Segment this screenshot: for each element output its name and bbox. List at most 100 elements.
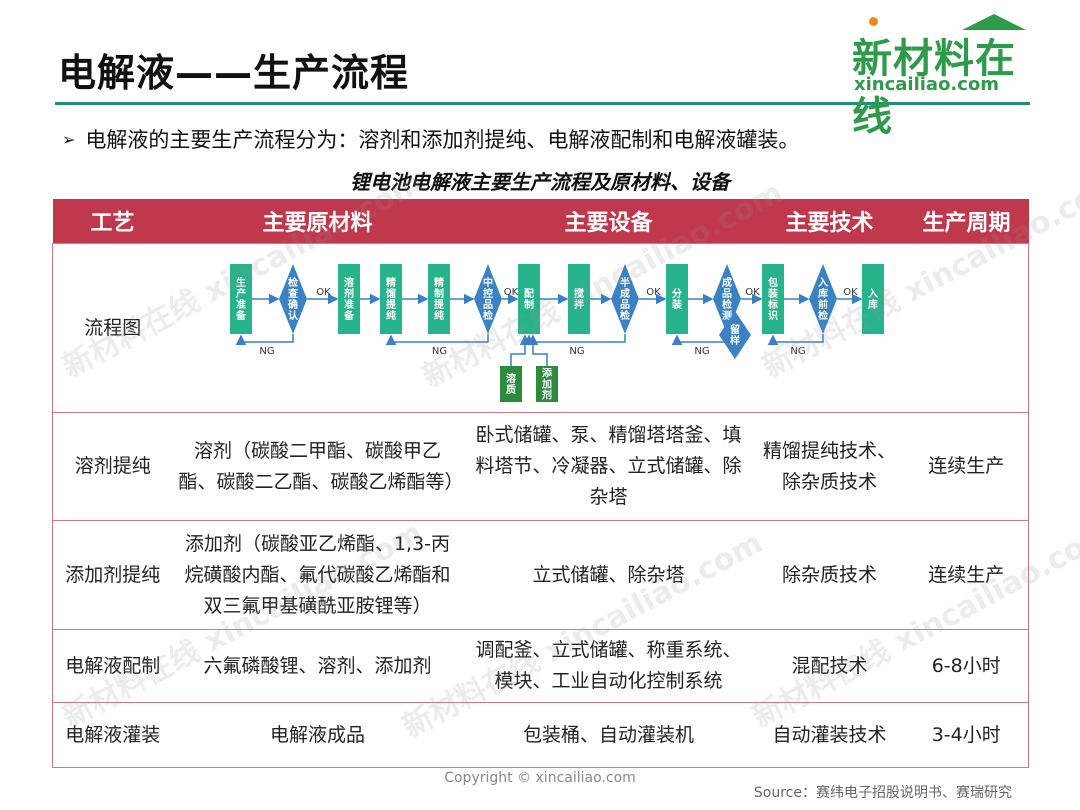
flow-decision-diamond (473, 264, 502, 334)
table-caption: 锂电池电解液主要生产流程及原材料、设备 (350, 170, 730, 194)
flow-step-label: 前 (818, 298, 828, 311)
flow-sample-label: 样 (730, 334, 740, 347)
flow-ok-label: OK (745, 287, 760, 298)
flow-ng-loop (523, 334, 626, 345)
flow-step-label: 品 (620, 299, 630, 311)
header-process: 工艺 (52, 199, 173, 244)
page-title: 电解液——生产流程 (58, 51, 410, 95)
flow-step-label: 控 (483, 287, 493, 300)
flow-step-box (517, 264, 540, 334)
flow-step-label: 库 (868, 298, 878, 311)
flow-step-label: 包 (768, 276, 778, 289)
flow-step-label: 品 (483, 299, 493, 311)
flow-step-label: 拌 (573, 298, 584, 311)
flow-decision-diamond (808, 264, 837, 334)
flow-step-label: 查 (287, 287, 299, 300)
flow-ok-label: OK (316, 287, 331, 298)
flow-ng-label: NG (431, 346, 446, 357)
flow-step-box (337, 264, 360, 334)
flow-step-label: 准 (344, 298, 354, 311)
flow-step-label: 入 (868, 288, 878, 300)
flow-step-label: 成 (722, 276, 732, 289)
flow-input-arrow (509, 334, 530, 366)
flow-step-label: 纯 (386, 309, 396, 322)
cell-materials: 溶剂（碳酸二甲酯、碳酸甲乙酯、碳酸二乙酯、碳酸乙烯酯等） (172, 412, 464, 521)
flow-ng-label: NG (790, 346, 805, 357)
flow-input-box (535, 366, 558, 402)
flow-ok-label: OK (843, 287, 858, 298)
flow-step-label: 搅 (574, 287, 584, 300)
flow-ok-label: OK (646, 287, 661, 298)
flow-step-label: 检 (722, 298, 732, 311)
copyright: Copyright © xincailiao.com (444, 770, 636, 786)
flow-step-label: 备 (343, 309, 355, 322)
header-materials: 主要原材料 (172, 199, 463, 244)
flow-step-label: 半 (620, 276, 630, 289)
cell-tech: 除杂质技术 (754, 520, 905, 630)
flow-step-label: 产 (236, 287, 246, 300)
flow-step-box (427, 264, 450, 334)
flow-step-label: 认 (288, 309, 299, 322)
flow-row: 流程图 生产准备检查确认溶剂准备精馏提纯精制提纯中控品检配制搅拌半成品检分装成品… (52, 243, 1029, 413)
flow-decision-diamond (610, 264, 639, 334)
flow-step-box (665, 264, 688, 334)
flow-step-label: 制 (434, 287, 444, 300)
flow-step-label: 分 (672, 287, 682, 300)
logo-cn: 新材料在线 (852, 36, 1016, 140)
flow-step-label: 纯 (434, 309, 444, 322)
flow-ng-label: NG (259, 346, 274, 357)
cell-tech: 自动灌装技术 (754, 702, 905, 768)
flow-step-label: 识 (768, 310, 778, 322)
cell-process: 添加剂提纯 (52, 520, 173, 630)
flow-sample-label: 留 (730, 323, 740, 336)
flow-step-label: 备 (235, 309, 247, 322)
flow-step-label: 准 (236, 298, 246, 311)
flow-step-box (229, 264, 252, 334)
flow-input-label: 剂 (541, 389, 552, 402)
flow-step-label: 确 (288, 298, 298, 311)
cell-process: 溶剂提纯 (52, 412, 173, 521)
flow-label: 流程图 (52, 243, 173, 413)
flow-ok-label: OK (503, 287, 518, 298)
source-note: Source：赛纬电子招股说明书、赛瑞研究 (753, 785, 1012, 801)
flow-step-label: 装 (767, 287, 778, 300)
cell-materials: 电解液成品 (172, 702, 463, 768)
flow-step-label: 中 (483, 276, 493, 289)
flow-step-label: 检 (288, 276, 298, 289)
flow-step-label: 提 (434, 298, 445, 311)
header-tech: 主要技术 (754, 199, 905, 244)
header-equipment: 主要设备 (462, 199, 755, 244)
cell-materials: 六氟磷酸锂、溶剂、添加剂 (172, 629, 463, 703)
flow-input-label: 添 (542, 367, 553, 380)
flow-step-box (379, 264, 402, 334)
flow-step-box (861, 264, 884, 334)
logo-en: xincailiao.com (854, 74, 1000, 95)
flow-input-label: 加 (541, 378, 552, 391)
flow-step-label: 成 (620, 287, 630, 300)
table-row: 添加剂提纯 添加剂（碳酸亚乙烯酯、1,3-丙烷磺酸内酯、氟代碳酸乙烯酯和双三氟甲… (52, 520, 1029, 630)
process-table: 工艺 主要原材料 主要设备 主要技术 生产周期 流程图 生产准备检查确认溶剂准备… (52, 199, 1029, 768)
flow-step-label: 检 (483, 309, 493, 322)
flow-step-box (567, 264, 590, 334)
logo[interactable]: 新材料在线 xincailiao.com (852, 14, 1042, 140)
flow-step-label: 检 (620, 309, 630, 322)
cell-process: 电解液灌装 (52, 702, 173, 768)
bullet-point: ➢电解液的主要生产流程分为：溶剂和添加剂提纯、电解液配制和电解液罐装。 (62, 124, 799, 154)
flow-step-label: 精 (434, 276, 444, 289)
flow-step-label: 配 (524, 288, 534, 300)
cell-process: 电解液配制 (52, 629, 173, 703)
cell-tech: 混配技术 (754, 629, 905, 703)
flow-step-box (761, 264, 784, 334)
flow-step-label: 标 (767, 298, 778, 311)
table-row: 电解液配制 六氟磷酸锂、溶剂、添加剂 调配釜、立式储罐、称重系统、模块、工业自动… (52, 629, 1029, 703)
arrow-bullet-icon: ➢ (62, 130, 76, 149)
cell-equipment: 立式储罐、除杂塔 (462, 520, 755, 630)
cell-cycle: 连续生产 (904, 412, 1029, 521)
flow-step-label: 提 (386, 298, 397, 311)
flow-input-label: 溶 (506, 372, 516, 385)
flow-sample-diamond (718, 311, 751, 359)
flow-step-label: 剂 (343, 287, 354, 300)
table-row: 电解液灌装 电解液成品 包装桶、自动灌装机 自动灌装技术 3-4小时 (52, 702, 1029, 768)
flow-step-label: 品 (722, 288, 732, 300)
flow-diagram: 生产准备检查确认溶剂准备精馏提纯精制提纯中控品检配制搅拌半成品检分装成品检测包装… (229, 264, 884, 402)
